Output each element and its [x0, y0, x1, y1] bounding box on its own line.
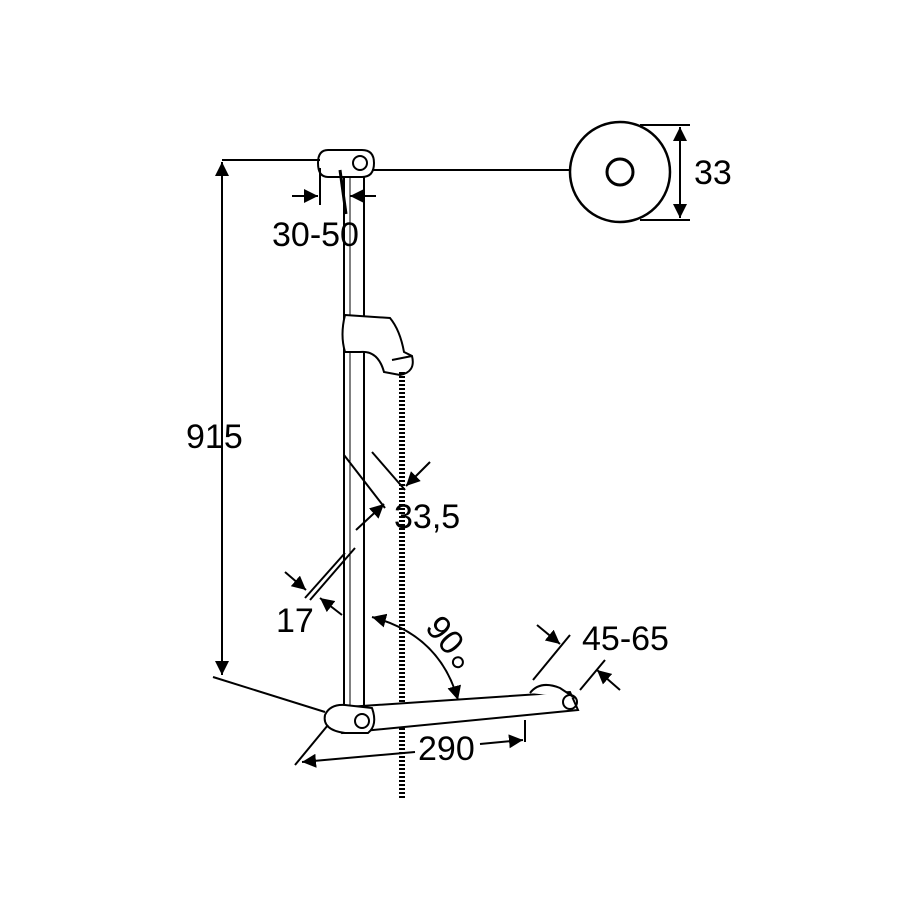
wall-rosette — [372, 120, 672, 224]
top-wall-bracket — [316, 149, 376, 215]
angle-label: 90 — [418, 609, 471, 662]
rail-diameter-label: 33,5 — [394, 498, 460, 536]
dimension-lines — [212, 124, 690, 768]
hand-shower-slider — [341, 313, 414, 377]
rosette-diameter-label: 33 — [694, 154, 732, 192]
bar-length-label: 290 — [418, 730, 475, 768]
bar-depth-label: 45-65 — [582, 620, 669, 658]
rail-width-label: 17 — [276, 602, 314, 640]
degree-symbol — [451, 656, 464, 669]
total-height-label: 915 — [186, 418, 243, 456]
bottom-grab-bar — [323, 683, 580, 735]
wall-distance-label: 30-50 — [272, 216, 359, 254]
